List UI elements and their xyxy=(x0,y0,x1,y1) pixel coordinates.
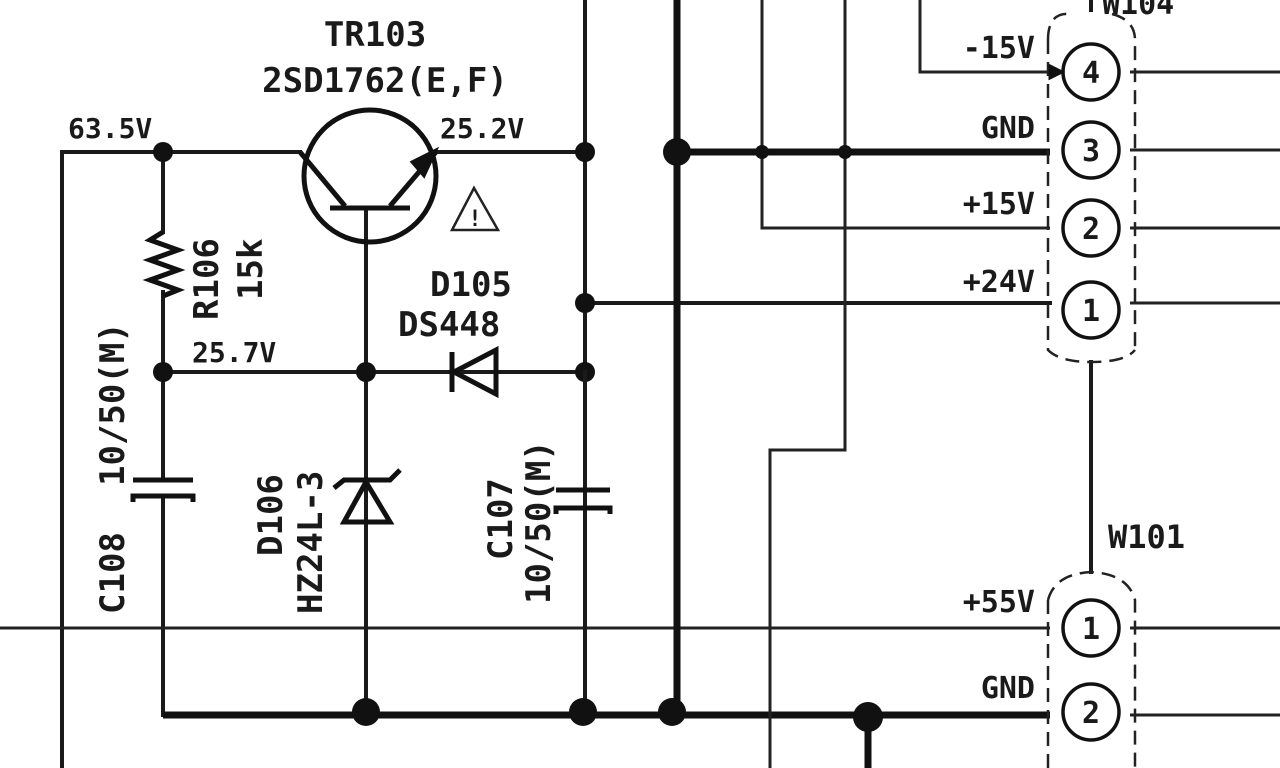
diode-d105 xyxy=(448,345,499,399)
transistor-tr103 xyxy=(298,107,440,245)
diode-d105-ref-label: D105 xyxy=(430,265,512,305)
cap-c108-ref-label: C108 xyxy=(93,532,133,614)
junction-dot xyxy=(352,698,380,726)
resistor-ref-label: R106 xyxy=(187,238,227,320)
cap-c107-ref-label: C107 xyxy=(481,478,521,560)
warning-mark: ! xyxy=(468,207,481,232)
pin-4-number: 4 xyxy=(1082,56,1100,91)
resistor-zigzag xyxy=(142,229,186,299)
connector-w101 xyxy=(1046,570,1137,768)
pin-circle-2 xyxy=(1061,198,1121,258)
voltage-input-label: 63.5V xyxy=(68,112,152,145)
diode-triangle xyxy=(448,345,499,399)
connector-outline xyxy=(1046,40,1136,364)
junction-dot xyxy=(658,698,686,726)
zener-ref-label: D106 xyxy=(251,474,291,556)
junction-dot xyxy=(569,698,597,726)
pin-circle-3 xyxy=(1061,120,1121,180)
pin-1-label: +24V xyxy=(963,265,1035,300)
diode-d105-part-label: DS448 xyxy=(398,305,500,345)
cap-plate-bottom xyxy=(130,493,196,502)
capacitor-c107 xyxy=(553,370,613,514)
junctions xyxy=(153,138,883,732)
pin-2-label: +15V xyxy=(963,187,1035,222)
w101-pin-1-number: 1 xyxy=(1082,612,1100,647)
connector-w104-ref-label: W104 xyxy=(1102,0,1174,22)
connector-outline xyxy=(1046,570,1137,768)
connector-outline xyxy=(1046,12,1071,41)
transistor-ref-label: TR103 xyxy=(324,15,426,55)
cap-c108-value-label: 10/50(M) xyxy=(93,322,133,486)
junction-dot xyxy=(356,362,376,382)
voltage-base-label: 25.7V xyxy=(192,336,276,369)
transistor-emitter-arrow xyxy=(409,146,440,179)
voltage-emitter-label: 25.2V xyxy=(440,112,524,145)
junction-dot xyxy=(153,362,173,382)
junction-dot xyxy=(853,702,883,732)
pin-2-number: 2 xyxy=(1082,212,1100,247)
junction-dot xyxy=(838,145,852,159)
arrow-icon xyxy=(1048,63,1066,81)
transistor-collector xyxy=(298,150,347,208)
connector-w101-ref-label: W101 xyxy=(1108,518,1185,556)
cap-plate-bottom xyxy=(553,505,613,514)
labels: TR103 2SD1762(E,F) 63.5V 25.2V 25.7V R10… xyxy=(68,0,1185,731)
cap-c107-value-label: 10/50(M) xyxy=(519,440,559,604)
connector-outline xyxy=(1111,12,1137,350)
junction-dot xyxy=(153,142,173,162)
pin-circle-1 xyxy=(1061,280,1121,340)
wire-15v xyxy=(760,0,1050,230)
transistor-body xyxy=(301,107,439,245)
warning-icon: ! xyxy=(449,185,501,232)
pin-circle-w101-1 xyxy=(1061,598,1121,658)
capacitor-c108 xyxy=(130,477,196,502)
zener-d106 xyxy=(332,468,402,525)
pin-3-label: GND xyxy=(981,111,1035,146)
pin-1-number: 1 xyxy=(1082,294,1100,329)
wire-input-rail xyxy=(60,150,302,768)
pin-4-label: -15V xyxy=(963,31,1035,66)
resistor-value-label: 15k xyxy=(231,239,271,300)
wire-neg15v xyxy=(918,0,1050,74)
zener-part-label: HZ24L-3 xyxy=(291,471,331,614)
wire-stepped xyxy=(768,0,847,768)
transistor-part-label: 2SD1762(E,F) xyxy=(262,61,508,101)
zener-triangle xyxy=(339,476,395,525)
junction-dot xyxy=(755,145,769,159)
pin-3-number: 3 xyxy=(1082,134,1100,169)
connector-w104 xyxy=(1046,12,1137,364)
w101-pin-2-label: GND xyxy=(981,671,1035,706)
junction-dot xyxy=(575,293,595,313)
junction-dot xyxy=(663,138,691,166)
w101-pin-2-number: 2 xyxy=(1082,696,1100,731)
w101-pin-1-label: +55V xyxy=(963,585,1035,620)
resistor-r106 xyxy=(142,229,186,299)
junction-dot xyxy=(575,142,595,162)
pin-circle-w101-2 xyxy=(1061,682,1121,742)
